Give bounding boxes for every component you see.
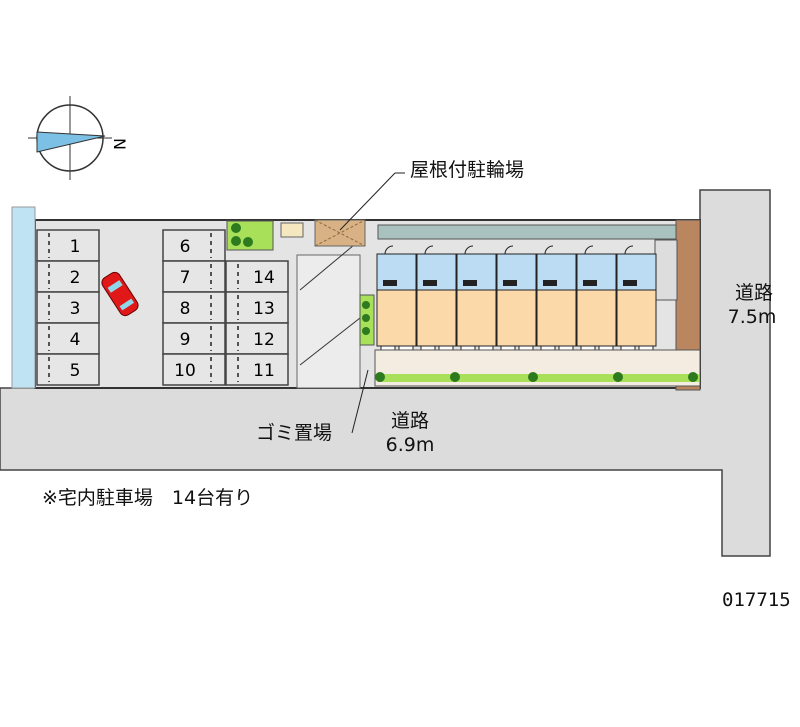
unit xyxy=(616,245,657,352)
bike-shelter-leader xyxy=(339,172,396,231)
parking-space-5: 5 xyxy=(36,353,100,386)
parking-space-8: 8 xyxy=(162,291,226,324)
parking-number: 10 xyxy=(174,361,196,381)
road-south-name: 道路 xyxy=(390,410,429,432)
parking-space-1: 1 xyxy=(36,229,100,262)
parking-space-13: 13 xyxy=(225,291,289,324)
parking-number: 13 xyxy=(253,299,275,319)
parking-number: 9 xyxy=(180,330,191,350)
walkway xyxy=(296,254,361,389)
parking-number: 4 xyxy=(70,330,81,350)
unit xyxy=(376,245,417,352)
unit xyxy=(416,245,457,352)
garbage-label: ゴミ置場 xyxy=(256,422,333,444)
building-units xyxy=(376,245,657,352)
car-icon xyxy=(101,271,139,317)
parking-number: 12 xyxy=(253,330,275,350)
compass-icon: N xyxy=(28,96,129,180)
compass-north-label: N xyxy=(110,138,129,150)
parking-number: 14 xyxy=(253,268,275,288)
unit xyxy=(496,245,537,352)
parking-space-9: 9 xyxy=(162,322,226,355)
road-east-width: 7.5m xyxy=(727,306,777,328)
parking-number: 1 xyxy=(70,237,81,257)
parking-number: 2 xyxy=(70,268,81,288)
parking-space-11: 11 xyxy=(225,353,289,386)
parking-space-14: 14 xyxy=(225,260,289,293)
parking-space-3: 3 xyxy=(36,291,100,324)
parking-number: 8 xyxy=(180,299,191,319)
parking-number: 3 xyxy=(70,299,81,319)
parking-space-7: 7 xyxy=(162,260,226,293)
parking-space-2: 2 xyxy=(36,260,100,293)
unit xyxy=(576,245,617,352)
parking-space-4: 4 xyxy=(36,322,100,355)
road-south-width: 6.9m xyxy=(385,434,435,456)
property-id: 017715 xyxy=(722,589,791,611)
water-channel xyxy=(11,206,36,389)
parking-number: 5 xyxy=(70,361,81,381)
parking-space-10: 10 xyxy=(162,353,226,386)
parking-note: ※宅内駐車場 14台有り xyxy=(42,487,254,509)
road-east-name: 道路 xyxy=(734,282,773,304)
garbage-leader xyxy=(351,369,369,434)
bike-shelter-label: 屋根付駐輪場 xyxy=(410,159,525,181)
bicycle-icon xyxy=(280,222,304,238)
unit xyxy=(536,245,577,352)
parking-number: 7 xyxy=(180,268,191,288)
unit xyxy=(456,245,497,352)
parking-number: 11 xyxy=(253,361,275,381)
parking-space-12: 12 xyxy=(225,322,289,355)
parking-space-6: 6 xyxy=(162,229,226,262)
parking-number: 6 xyxy=(180,237,191,257)
